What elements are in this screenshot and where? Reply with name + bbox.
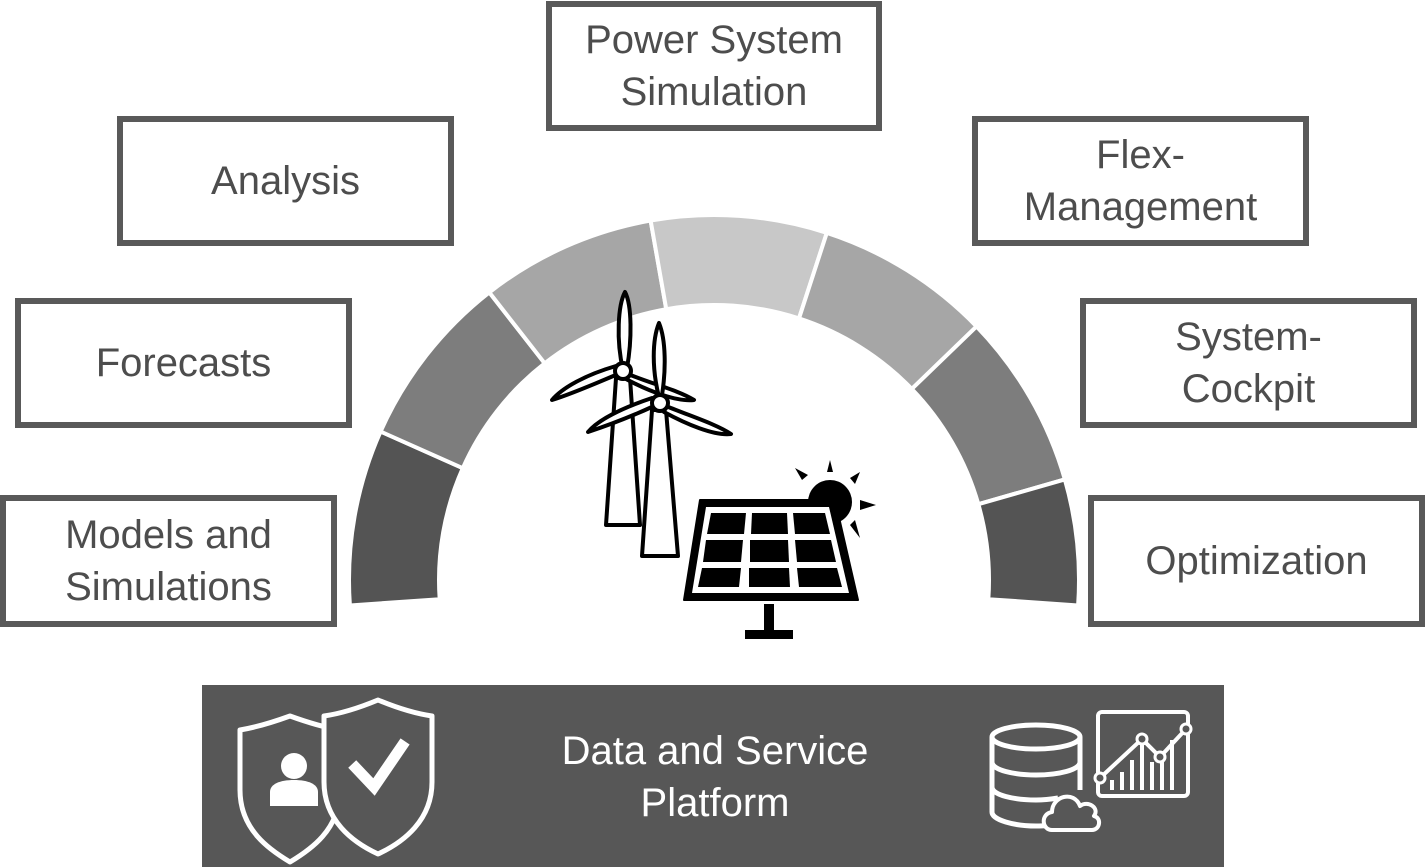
module-label-line: System- (1175, 315, 1322, 359)
module-power-system-simulation: Power System Simulation (546, 1, 882, 131)
module-label-line: Cockpit (1181, 367, 1316, 411)
checkmark-icon (348, 738, 410, 796)
database-icon (989, 722, 1083, 829)
platform-title-line: Platform (640, 781, 790, 825)
module-analysis: Analysis (117, 116, 454, 246)
module-flex-management: Flex- Management (972, 116, 1309, 246)
platform-title-line: Data and Service (561, 729, 869, 773)
wind-turbines-icon (550, 290, 733, 558)
arc-segment (975, 476, 1081, 608)
module-label-line: Analysis (211, 159, 360, 203)
module-models-and-simulations: Models and Simulations (0, 495, 337, 627)
line-chart-icon (1093, 710, 1193, 798)
module-label-line: Optimization (1145, 539, 1368, 583)
module-forecasts: Forecasts (15, 298, 352, 428)
security-shield-icon (237, 697, 435, 865)
cloud-icon (1041, 794, 1101, 832)
user-icon (270, 753, 318, 806)
module-optimization: Optimization (1088, 495, 1425, 627)
module-label-line: Models and (65, 513, 272, 557)
module-label-line: Forecasts (95, 341, 272, 385)
module-label-line: Management (1023, 185, 1258, 229)
solar-panel-icon (683, 499, 859, 639)
module-label-line: Simulation (620, 70, 808, 114)
module-label-line: Flex- (1096, 133, 1185, 177)
module-system-cockpit: System- Cockpit (1080, 298, 1417, 428)
platform-title: Data and Service Platform (480, 725, 950, 829)
module-label-line: Simulations (65, 565, 272, 609)
module-label-line: Power System (585, 18, 843, 62)
